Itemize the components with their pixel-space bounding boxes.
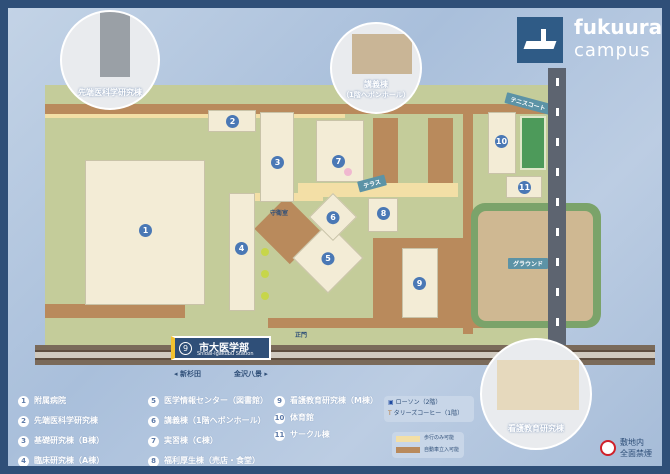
tree (261, 270, 269, 278)
map-canvas: 1 2 3 4 5 6 7 8 9 10 11 テニスコート グラウンド テラス… (8, 8, 662, 466)
building-1[interactable]: 1 (85, 160, 205, 305)
building-11[interactable]: 11 (506, 176, 542, 198)
east-road (463, 114, 473, 334)
station-romaji: Shidai-Igakubu Station (197, 351, 254, 357)
building-illustration (100, 12, 130, 77)
building-10[interactable]: 10 (488, 112, 516, 174)
direction-label: 金沢八景 (234, 370, 262, 378)
building-number: 7 (332, 155, 345, 168)
building-number: 8 (377, 207, 390, 220)
walkway (298, 183, 458, 197)
shop-legend: ▣ ローソン（2階） T タリーズコーヒー（1階） (384, 396, 474, 422)
walk-only-swatch (396, 436, 420, 442)
building-number: 9 (413, 277, 426, 290)
ground-label: グラウンド (508, 258, 549, 269)
vehicle-swatch (396, 447, 420, 453)
south-west-road (45, 304, 185, 318)
bubble-label: 看護教育研究棟 (508, 424, 564, 433)
building-number: 3 (271, 156, 284, 169)
walk-only-label: 歩行のみ可能 (424, 435, 455, 441)
station-name: 市大医学部 (199, 343, 249, 354)
bubble-nursing: 看護教育研究棟 (480, 338, 592, 450)
building-illustration (497, 360, 579, 410)
station-number-icon: 9 (179, 342, 192, 355)
building-2[interactable]: 2 (208, 110, 256, 132)
station-sign: 9 市大医学部 Shidai-Igakubu Station (171, 336, 271, 360)
building-illustration (352, 34, 412, 74)
tennis-court (520, 116, 546, 170)
logo-icon (517, 17, 563, 63)
vehicle-label: 自動車立入可能 (424, 447, 460, 453)
building-7[interactable]: 7 (316, 120, 364, 182)
lawson-icon: ▣ (388, 399, 394, 406)
bubble-lecture-hall: 講義棟 （1階へボンホール） (330, 22, 422, 114)
north-road (45, 104, 555, 114)
direction-kanazawa-hakkei: 金沢八景 ▸ (234, 370, 268, 378)
building-8[interactable]: 8 (368, 198, 398, 232)
building-number: 6 (326, 211, 340, 225)
shop-tullys: T タリーズコーヒー（1階） (388, 410, 464, 417)
direction-label: 新杉田 (179, 370, 201, 378)
building-4[interactable]: 4 (229, 193, 255, 311)
path-legend: 歩行のみ可能 自動車立入可能 (392, 432, 464, 458)
tree (261, 248, 269, 256)
building-3[interactable]: 3 (260, 112, 294, 202)
main-gate-label: 正門 (295, 332, 308, 339)
north-path (45, 114, 345, 118)
no-smoking-line1: 敷地内 (620, 438, 644, 447)
cherry-tree (344, 168, 352, 176)
logo-title: fukuura (574, 15, 662, 39)
building-number: 1 (139, 224, 152, 237)
tullys-icon: T (388, 410, 392, 417)
bubble-label: 講義棟 (364, 80, 388, 89)
guard-room-label: 守衛室 (270, 210, 289, 217)
building-9[interactable]: 9 (402, 248, 438, 318)
parking-2 (428, 118, 453, 188)
east-street (548, 68, 566, 368)
bubble-sublabel: （1階へボンホール） (342, 91, 410, 99)
bubble-advanced-medical: 先端医科学研究棟 (60, 10, 160, 110)
tree (261, 292, 269, 300)
shop-lawson: ▣ ローソン（2階） (388, 399, 442, 406)
building-number: 11 (518, 181, 531, 194)
building-number: 2 (226, 115, 239, 128)
no-smoking-icon (600, 440, 616, 456)
building-number: 4 (235, 242, 248, 255)
direction-shinsugita: ◂ 新杉田 (174, 370, 201, 378)
south-road (268, 318, 548, 328)
building-number: 5 (321, 252, 335, 266)
bubble-label: 先端医科学研究棟 (78, 88, 142, 97)
no-smoking-line2: 全面禁煙 (620, 449, 652, 458)
building-number: 10 (495, 135, 508, 148)
logo-subtitle: campus (574, 40, 651, 61)
